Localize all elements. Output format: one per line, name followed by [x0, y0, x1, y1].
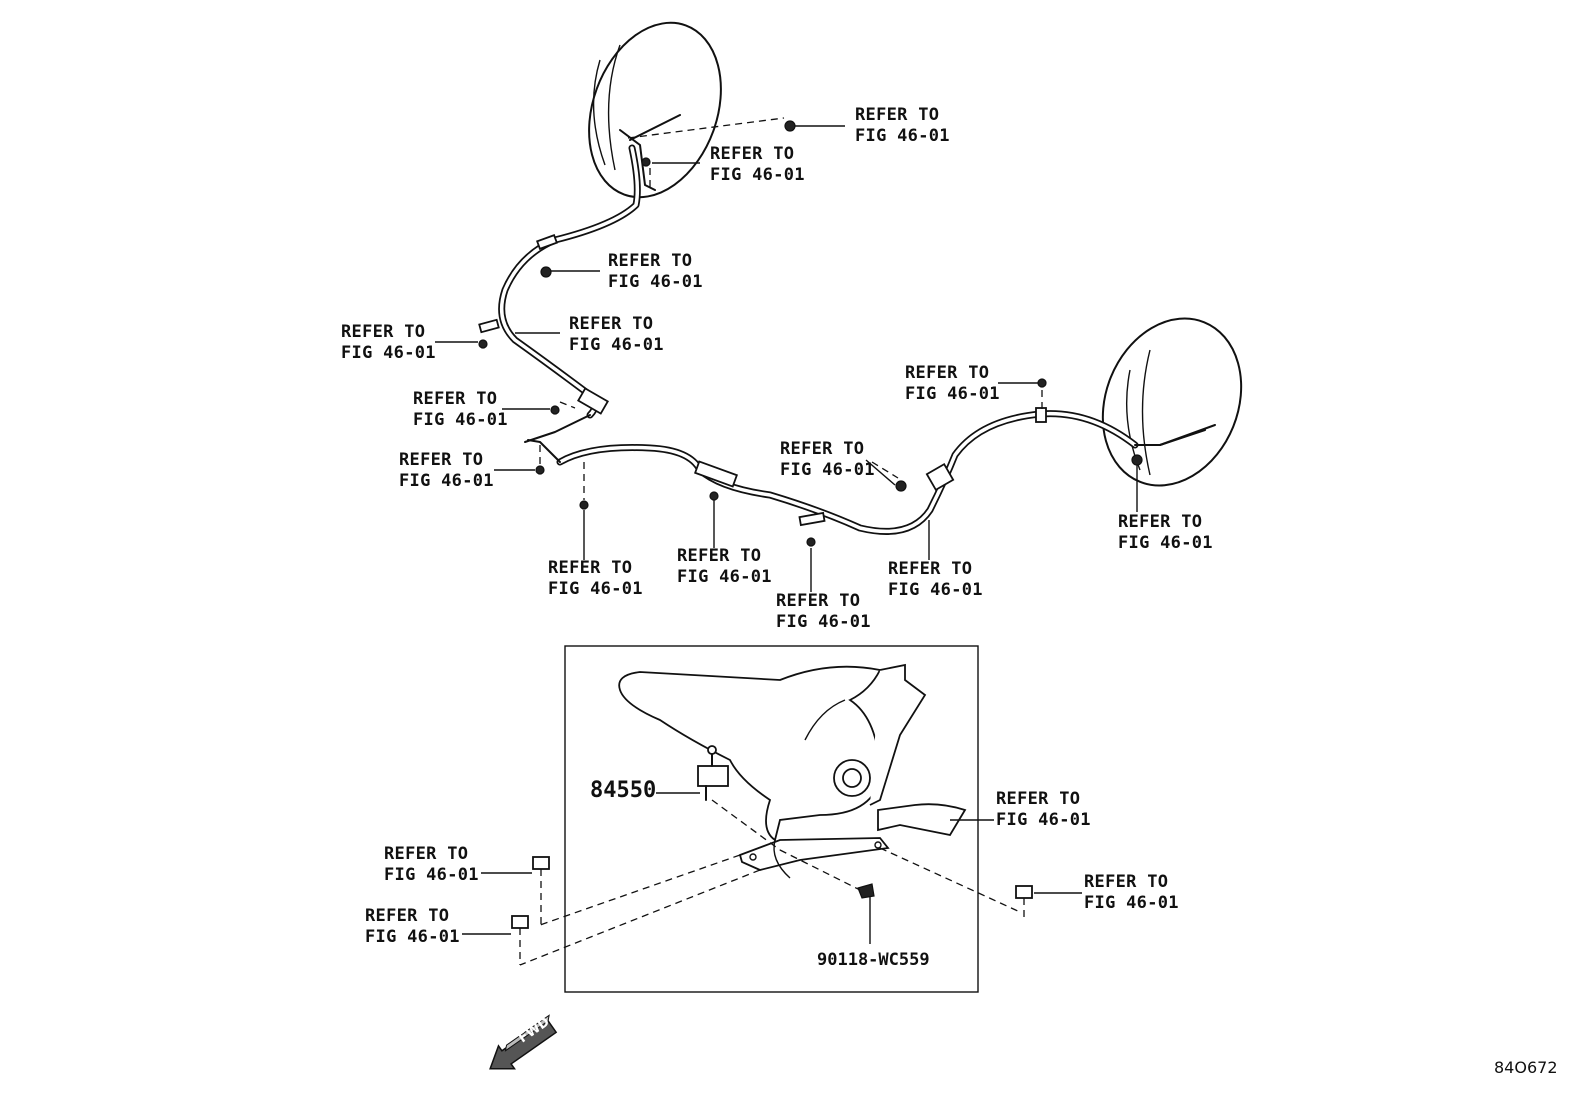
cable-fasteners	[478, 120, 1143, 547]
assembly-dashes	[539, 117, 1043, 500]
left-brake-cable	[478, 129, 656, 443]
right-brake-drum	[1101, 317, 1243, 487]
figure-id: 84O672	[1494, 1058, 1558, 1077]
mounting-bolts	[462, 856, 1082, 965]
lever-inset	[519, 645, 1021, 993]
part-number-screw: 90118-WC559	[817, 950, 930, 970]
left-brake-drum	[588, 21, 722, 199]
right-brake-cable	[527, 407, 1206, 535]
part-number-switch: 84550	[590, 778, 657, 803]
fwd-arrow	[489, 1014, 558, 1070]
leader-lines	[435, 125, 1138, 592]
